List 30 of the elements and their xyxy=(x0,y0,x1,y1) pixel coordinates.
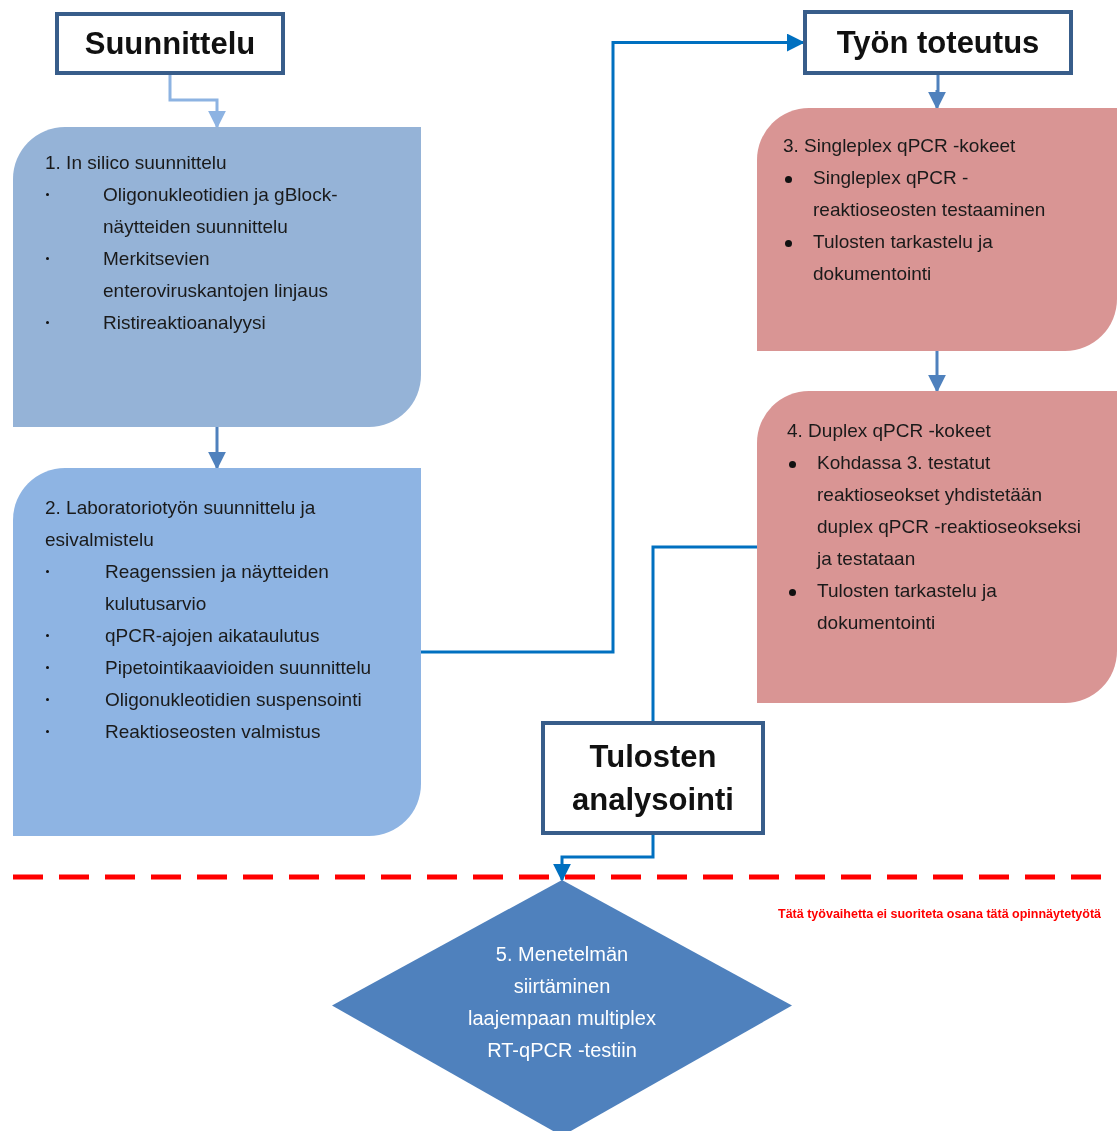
process-box xyxy=(757,391,1117,703)
stage-title-box: Tulosten analysointi xyxy=(541,721,765,835)
arrow xyxy=(553,835,655,882)
bullet-text: Oligonukleotidien suspensointi xyxy=(105,689,362,710)
step-heading: 3. Singleplex qPCR -kokeet xyxy=(783,134,1017,158)
process-box xyxy=(757,108,1117,351)
stage-title-box: Suunnittelu xyxy=(55,12,285,75)
bullet-text: Ristireaktioanalyysi xyxy=(103,312,266,333)
stage-title-box: Työn toteutus xyxy=(803,10,1073,75)
arrow xyxy=(168,75,226,129)
process-box xyxy=(13,468,421,836)
bullet-text: Tulosten tarkastelu ja dokumentointi xyxy=(817,580,997,633)
step-heading: 2. Laboratoriotyön suunnittelu ja esivalmistelu xyxy=(45,496,317,552)
diamond-text: 5. Menetelmän siirtäminen laajempaan multiplex RT-qPCR -testiin xyxy=(467,941,657,1063)
bullet-text: Pipetointikaavioiden suunnittelu xyxy=(105,657,372,678)
bullet-text: Kohdassa 3. testatut reaktioseokset yhdistetään duplex qPCR -reaktioseokseksi ja testataan xyxy=(817,452,1081,569)
arrow xyxy=(208,427,226,470)
bullet-text: Merkitsevien enteroviruskantojen linjaus xyxy=(103,248,328,301)
bullet-text: qPCR-ajojen aikataulutus xyxy=(105,625,320,646)
process-box xyxy=(13,127,421,427)
bullet-text: Oligonukleotidien ja gBlock-näytteiden suunnittelu xyxy=(103,184,338,237)
arrow xyxy=(928,351,946,393)
arrow xyxy=(421,33,805,654)
bullet-text: Tulosten tarkastelu ja dokumentointi xyxy=(813,231,993,284)
bullet-text: Singleplex qPCR -reaktioseosten testaaminen xyxy=(813,167,1046,220)
step-heading: 1. In silico suunnittelu xyxy=(45,151,228,175)
bullet-text: Reaktioseosten valmistus xyxy=(105,721,321,742)
note-text: Tätä työvaihetta ei suoriteta osana tätä opinnäytetyötä xyxy=(778,907,1101,921)
step-heading: 4. Duplex qPCR -kokeet xyxy=(787,419,992,443)
arrow xyxy=(928,75,946,110)
